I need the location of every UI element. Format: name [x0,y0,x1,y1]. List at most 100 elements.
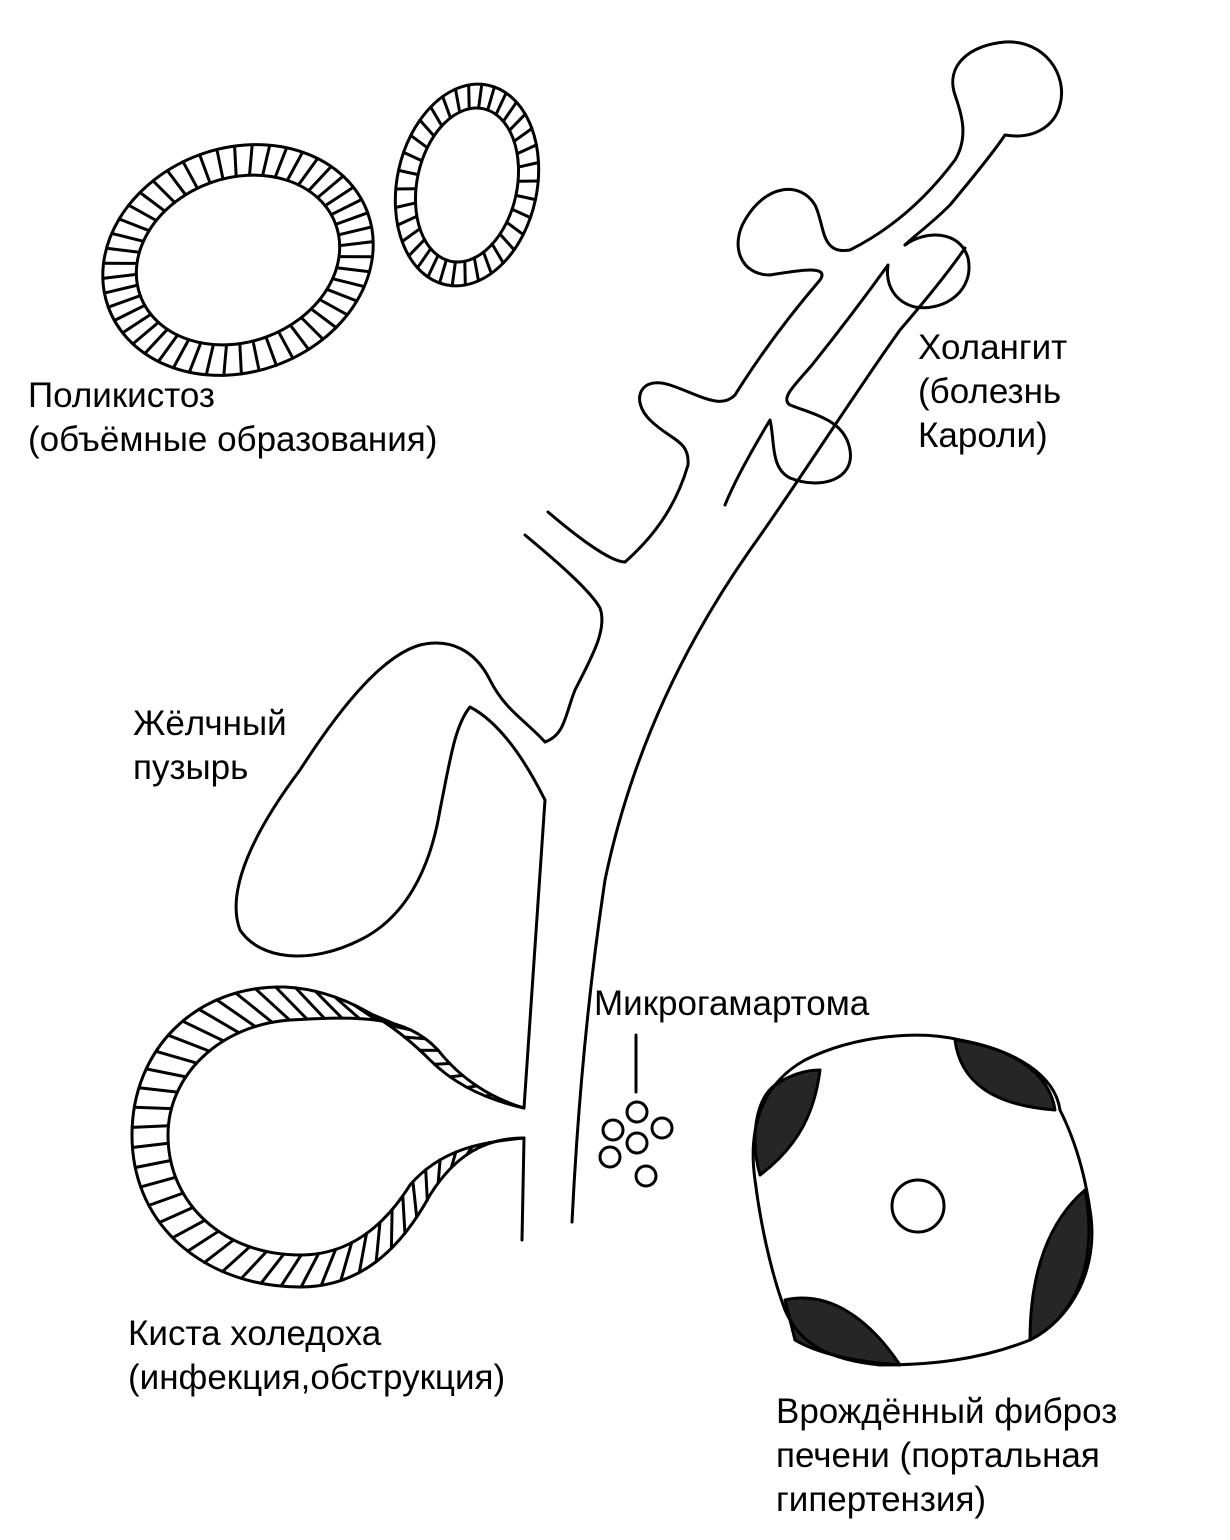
epithelial-cell-divider [492,244,503,263]
cholangitis-title: Холангит [918,328,1068,367]
bile-duct-wall [522,800,545,1240]
epithelial-cell-divider [507,222,524,234]
choledochal-cyst [132,987,524,1287]
epithelial-cell-divider [223,1247,250,1272]
epithelial-cell-divider [149,1193,183,1205]
epithelial-cell-divider [517,145,536,154]
epithelial-cell-divider [158,335,177,361]
epithelial-cell-divider [327,289,357,301]
choledochal-cyst-label: Киста холедоха (инфекция,обструкция) [128,1312,505,1400]
epithelial-cell-divider [403,1196,405,1233]
epithelial-cell-divider [133,322,159,344]
epithelial-cell-divider [336,213,368,225]
epithelial-cell-divider [168,1035,209,1051]
gallbladder [236,643,545,956]
epithelial-cell-divider [434,1064,449,1065]
epithelial-cell-divider [341,1243,352,1281]
epithelial-cell-divider [339,227,372,235]
epithelial-cell-divider [183,162,197,188]
epithelial-cell-divider [420,120,434,136]
epithelial-cell-divider [160,1208,193,1223]
epithelial-cell-divider [325,187,353,206]
epithelial-cell-divider [301,318,323,340]
epithelial-cell-divider [512,209,530,217]
epithelial-cell-divider [112,233,144,241]
polycystosis-label: Поликистоз (объёмные образования) [28,374,437,462]
epithelial-cell-divider [496,93,506,115]
cholangitis-label: Холангит (болезнь Кароли) [918,326,1067,458]
epithelial-cell-divider [396,203,416,208]
epithelial-cell-divider [141,1177,176,1187]
epithelial-cell-divider [153,181,175,203]
central-vein [892,1180,944,1232]
epithelial-cell-divider [276,987,307,1019]
hepatic-duct-branch [525,512,625,742]
hepatic-fibrosis-label: Врождённый фиброз печени (портальная гип… [776,1390,1117,1522]
epithelial-cell-divider [183,1021,224,1041]
epithelial-cell-divider [240,344,242,374]
microhamartoma-label: Микрогамартома [594,984,870,1023]
epithelial-cell-divider [519,163,539,168]
gallbladder-label-line2: пузырь [133,748,249,787]
epithelial-cell-divider [279,332,293,358]
epithelial-cell-divider [114,305,144,320]
epithelial-cell-divider [402,229,420,242]
epithelial-cell-divider [443,97,451,118]
epithelial-cell-divider [236,993,272,1022]
epithelial-cell-divider [156,1051,197,1063]
epithelial-cell-divider [456,89,460,112]
epithelial-cell-divider [129,205,157,220]
epithelial-cell-divider [140,193,165,212]
epithelial-cell-divider [266,337,276,365]
epithelial-cell-divider [438,1160,440,1183]
epithelial-cell-divider [299,159,318,185]
small-liver-cyst [377,71,556,300]
epithelial-cell-divider [256,989,290,1020]
epithelial-cell-divider [514,129,532,142]
epithelial-cell-divider [418,249,431,268]
epithelial-cell-divider [281,1255,301,1286]
epithelial-cell-divider [333,279,365,287]
epithelial-cell-divider [173,340,188,368]
epithelial-cell-divider [217,1000,256,1027]
epithelial-cell-divider [465,261,466,285]
epithelial-cell-divider [337,268,370,272]
epithelial-cell-divider [173,1220,205,1237]
epithelial-cell-divider [263,145,270,175]
epithelial-cell-divider [335,997,360,1019]
epithelial-cell-divider [469,85,470,109]
epithelial-cell-divider [451,1152,456,1167]
epithelial-cell-divider [107,248,140,252]
epithelial-cell-divider [376,1222,380,1261]
epithelial-cell-divider [235,146,237,176]
epithelial-cell-divider [354,1005,377,1021]
epithelial-cell-divider [316,991,342,1018]
hepatic-fibrosis-note-line2: гипертензия) [776,1480,987,1519]
epithelial-cell-divider [188,1231,219,1251]
epithelial-cell-divider [123,314,151,333]
epithelial-cell-divider [145,329,168,353]
epithelial-cell-divider [391,1210,392,1249]
epithelial-cell-divider [261,1254,284,1283]
epithelial-cell-divider [146,1069,186,1077]
gallbladder-label: Жёлчный пузырь [133,702,287,790]
epithelial-cell-divider [318,176,344,198]
hepatic-fibrosis-title: Врождённый фиброз [776,1392,1118,1431]
epithelial-cell-divider [413,1182,417,1217]
epithelial-cell-divider [399,170,419,174]
epithelial-cell-divider [411,135,428,147]
epithelial-cell-divider [135,1161,170,1168]
epithelial-cell-divider [484,252,492,273]
epithelial-cell-divider [224,345,227,376]
epithelial-cell-divider [450,1075,463,1077]
epithelial-cell-divider [200,155,210,183]
epithelial-cell-divider [509,114,525,130]
epithelial-cell-divider [388,1025,410,1030]
epithelial-cell-divider [440,260,447,283]
epithelial-cell-divider [371,1014,394,1024]
epithelial-cell-divider [505,1102,508,1103]
epithelial-cell-divider [359,1234,366,1273]
epithelial-cell-divider [485,1143,490,1146]
hepatic-fibrosis-note-line1: печени (портальная [776,1436,1100,1475]
epithelial-cell-divider [331,200,361,215]
